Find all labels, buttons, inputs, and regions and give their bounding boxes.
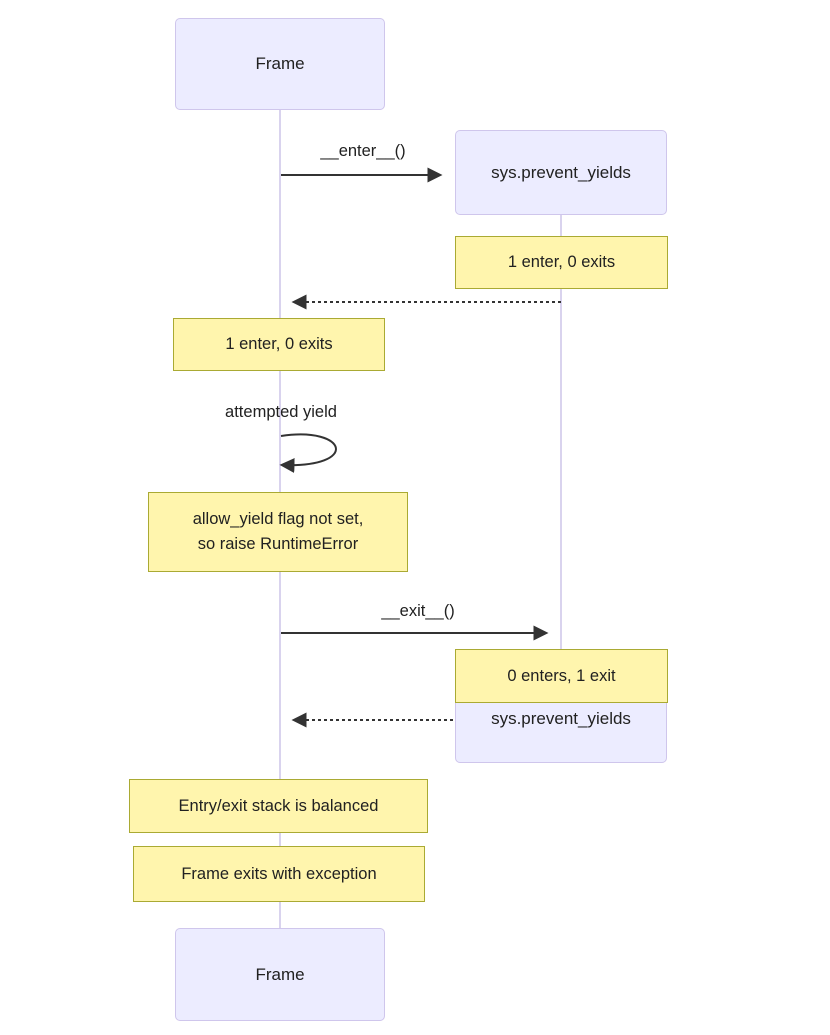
participant-frame-top-label: Frame	[255, 54, 305, 73]
participant-sys-top-label: sys.prevent_yields	[491, 162, 631, 182]
exit-message-label: __exit__()	[381, 602, 455, 620]
note-sys-after-exit-text: 0 enters, 1 exit	[507, 666, 616, 685]
note-sys-after-enter-text: 1 enter, 0 exits	[507, 253, 616, 271]
participant-sys-top: sys.prevent_yields	[455, 130, 667, 215]
note-sys-after-enter: 1 enter, 0 exits	[455, 236, 668, 289]
note-stack-balanced-text: Entry/exit stack is balanced	[178, 796, 379, 815]
participant-sys-bottom-label: sys.prevent_yields	[491, 709, 631, 728]
participant-frame-bottom-label: Frame	[255, 964, 305, 984]
note-allow-yield: allow_yield flag not set, so raise Runti…	[148, 492, 408, 572]
note-frame-exception: Frame exits with exception	[133, 846, 425, 902]
participant-frame-top: Frame	[175, 18, 385, 110]
note-sys-after-exit: 0 enters, 1 exit	[455, 649, 668, 703]
participant-frame-bottom: Frame	[175, 928, 385, 1021]
note-frame-after-enter-text: 1 enter, 0 exits	[225, 335, 333, 353]
note-stack-balanced: Entry/exit stack is balanced	[129, 779, 428, 833]
note-allow-yield-text: allow_yield flag not set, so raise Runti…	[192, 510, 364, 553]
self-loop-arrow	[279, 433, 337, 473]
enter-message-label: __enter__()	[320, 142, 406, 160]
note-frame-after-enter: 1 enter, 0 exits	[173, 318, 385, 371]
attempted-yield-label: attempted yield	[225, 403, 337, 421]
note-frame-exception-text: Frame exits with exception	[181, 864, 377, 883]
